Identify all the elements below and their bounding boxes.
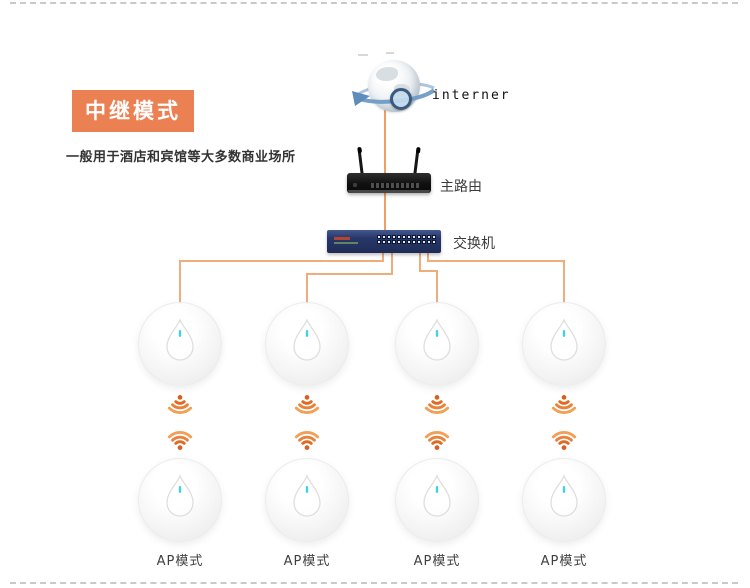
wire-to-ap3 <box>419 251 438 303</box>
switch-status-leds <box>334 242 358 244</box>
wireless-router-icon <box>347 173 431 193</box>
wifi-link <box>387 394 487 454</box>
ceiling-ap-device <box>138 458 222 542</box>
wire-to-ap4 <box>427 251 565 303</box>
ap-teardrop <box>293 318 321 361</box>
ceiling-ap-device <box>138 302 222 386</box>
wifi-signal-up-icon <box>167 431 193 450</box>
ap-teardrop <box>550 474 578 517</box>
ap-led <box>305 486 309 493</box>
router-ports <box>371 183 419 188</box>
internet-label: interner <box>432 88 511 103</box>
globe-orbit-front <box>352 88 436 106</box>
ap-column: AP模式 <box>130 302 230 572</box>
internet-node <box>346 52 442 120</box>
ap-led <box>435 486 439 493</box>
ap-mode-label: AP模式 <box>413 554 461 569</box>
bottom-dashed-border <box>10 582 738 584</box>
ap-mode-label: AP模式 <box>540 554 588 569</box>
mode-title-badge: 中继模式 <box>72 90 194 132</box>
wire-to-ap1 <box>179 251 384 303</box>
ap-led <box>178 486 182 493</box>
wifi-link <box>130 394 230 454</box>
ceiling-ap-device <box>265 302 349 386</box>
wifi-signal-down-icon <box>424 395 450 414</box>
wifi-signal-down-icon <box>294 395 320 414</box>
ap-column: AP模式 <box>514 302 614 572</box>
mode-subtitle: 一般用于酒店和宾馆等大多数商业场所 <box>66 150 296 165</box>
switch-label: 交换机 <box>453 236 495 252</box>
ap-teardrop <box>293 474 321 517</box>
ap-column: AP模式 <box>387 302 487 572</box>
ap-teardrop <box>166 318 194 361</box>
router-led <box>353 183 357 187</box>
switch-port-grid <box>377 235 436 244</box>
ceiling-ap-device <box>522 458 606 542</box>
ap-teardrop <box>423 318 451 361</box>
switch-brand-mark <box>334 237 350 240</box>
ap-column: AP模式 <box>257 302 357 572</box>
switch-node <box>327 230 441 253</box>
globe-continent <box>376 67 398 81</box>
wifi-link <box>257 394 357 454</box>
top-dashed-border <box>10 2 738 4</box>
ap-mode-label: AP模式 <box>283 554 331 569</box>
wifi-link <box>514 394 614 454</box>
wifi-signal-down-icon <box>167 395 193 414</box>
ceiling-ap-device <box>395 302 479 386</box>
ap-teardrop <box>550 318 578 361</box>
ap-led <box>435 330 439 337</box>
globe-lens-icon <box>390 88 412 110</box>
wire-to-ap2 <box>306 251 393 303</box>
wifi-signal-up-icon <box>551 431 577 450</box>
ceiling-ap-device <box>265 458 349 542</box>
ap-teardrop <box>423 474 451 517</box>
ap-led <box>305 330 309 337</box>
globe-decoration <box>386 52 394 54</box>
wifi-signal-up-icon <box>294 431 320 450</box>
router-base <box>348 190 430 193</box>
ap-led <box>562 330 566 337</box>
ap-mode-label: AP模式 <box>156 554 204 569</box>
ceiling-ap-device <box>522 302 606 386</box>
ap-led <box>178 330 182 337</box>
wifi-signal-up-icon <box>424 431 450 450</box>
router-node <box>347 146 431 196</box>
wifi-signal-down-icon <box>551 395 577 414</box>
router-label: 主路由 <box>440 179 482 195</box>
globe-decoration <box>358 54 368 56</box>
ap-led <box>562 486 566 493</box>
ap-teardrop <box>166 474 194 517</box>
ceiling-ap-device <box>395 458 479 542</box>
network-switch-icon <box>327 230 441 253</box>
